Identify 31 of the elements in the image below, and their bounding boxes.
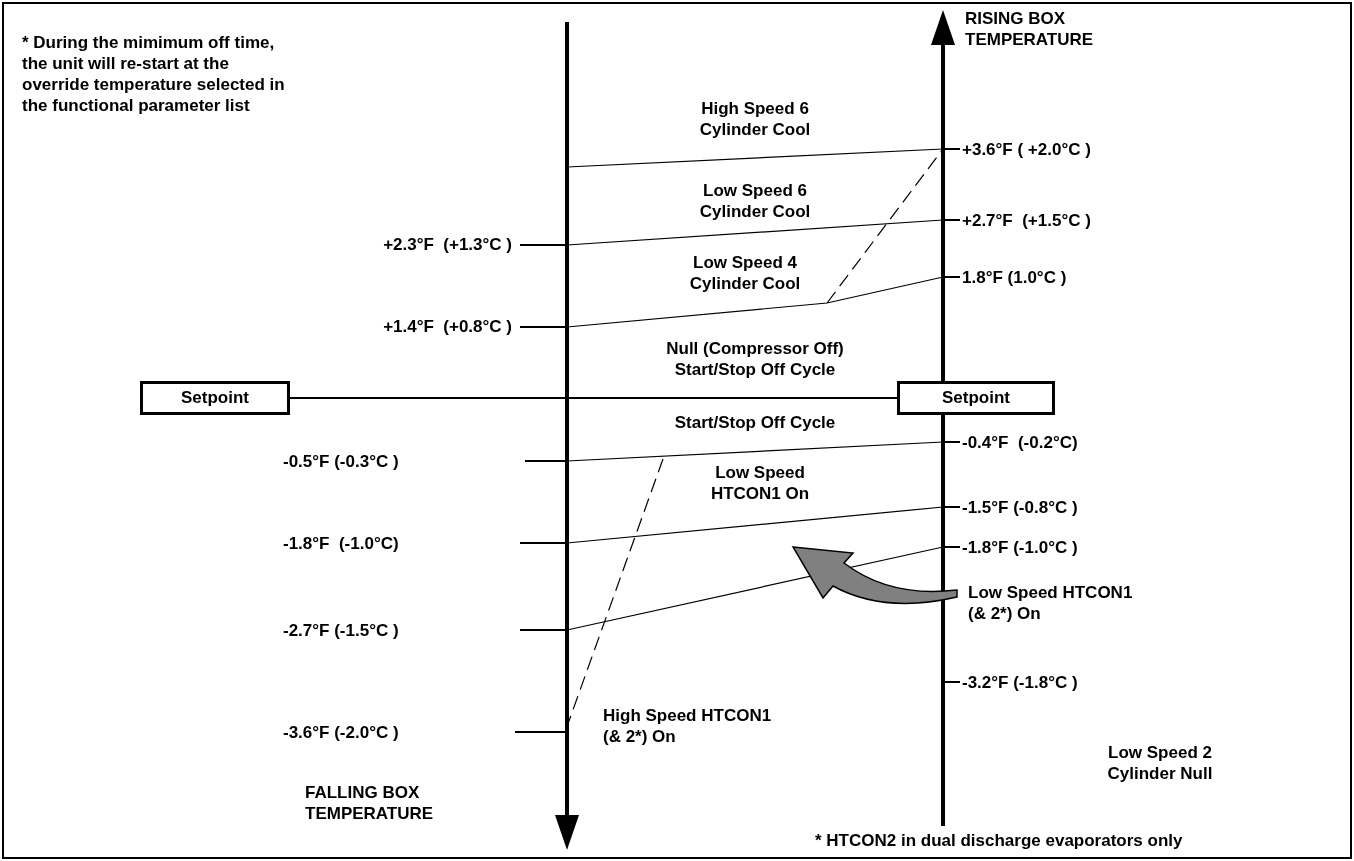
node-text: Setpoint xyxy=(181,388,249,408)
temperature-label: -1.5°F (-0.8°C ) xyxy=(962,497,1079,518)
temperature-label: +2.3°F (+1.3°C ) xyxy=(382,234,512,255)
note-text: * During the mimimum off time, the unit will re-start at the override temperature selected in the functional parameter list xyxy=(22,32,286,116)
footnote-text: * HTCON2 in dual discharge evaporators only xyxy=(815,830,1184,851)
node-text: Setpoint xyxy=(942,388,1010,408)
mode-label: Low Speed 2 Cylinder Null xyxy=(1106,742,1214,784)
temperature-label: +3.6°F ( +2.0°C ) xyxy=(962,139,1092,160)
mode-label: High Speed 6 Cylinder Cool xyxy=(698,98,812,140)
mode-label: Start/Stop Off Cycle xyxy=(673,412,837,433)
temperature-label: -3.6°F (-2.0°C ) xyxy=(283,722,400,743)
setpoint-box xyxy=(897,381,1055,415)
temperature-label: -3.2°F (-1.8°C ) xyxy=(962,672,1079,693)
temperature-label: -2.7°F (-1.5°C ) xyxy=(283,620,400,641)
temperature-label: +1.4°F (+0.8°C ) xyxy=(382,316,512,337)
axis-title: FALLING BOX TEMPERATURE xyxy=(305,782,435,824)
mode-label: High Speed HTCON1 (& 2*) On xyxy=(603,705,773,747)
setpoint-box xyxy=(140,381,290,415)
temperature-label: -1.8°F (-1.0°C ) xyxy=(962,537,1079,558)
axis-title: RISING BOX TEMPERATURE xyxy=(965,8,1095,50)
temperature-label: -1.8°F (-1.0°C) xyxy=(283,533,400,554)
temperature-label: 1.8°F (1.0°C ) xyxy=(962,267,1068,288)
mode-label: Low Speed HTCON1 On xyxy=(709,462,811,504)
mode-label: Low Speed 4 Cylinder Cool xyxy=(688,252,802,294)
temperature-label: -0.5°F (-0.3°C ) xyxy=(283,451,400,472)
temperature-label: +2.7°F (+1.5°C ) xyxy=(962,210,1092,231)
mode-label: Low Speed 6 Cylinder Cool xyxy=(698,180,812,222)
mode-label: Null (Compressor Off) Start/Stop Off Cycle xyxy=(665,338,845,380)
mode-label: Low Speed HTCON1 (& 2*) On xyxy=(968,582,1134,624)
temperature-label: -0.4°F (-0.2°C) xyxy=(962,432,1079,453)
connector-line xyxy=(289,397,898,399)
